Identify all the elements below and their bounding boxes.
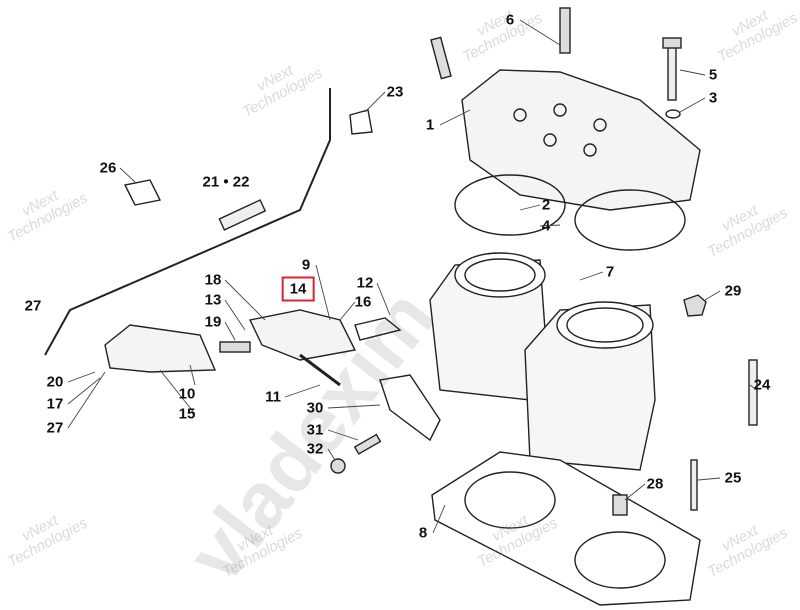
callout-1[interactable]: 1 bbox=[425, 116, 435, 134]
callout-3[interactable]: 3 bbox=[708, 89, 718, 107]
base-gasket bbox=[431, 451, 701, 606]
callout-21-22[interactable]: 21 • 22 bbox=[202, 173, 250, 191]
head-gasket bbox=[454, 174, 566, 236]
callout-13[interactable]: 13 bbox=[204, 291, 222, 309]
valve-housing-right bbox=[248, 309, 357, 361]
clip bbox=[123, 179, 162, 206]
callout-7[interactable]: 7 bbox=[605, 263, 615, 281]
callout-27[interactable]: 27 bbox=[24, 297, 42, 315]
callout-30[interactable]: 30 bbox=[306, 399, 324, 417]
callout-32[interactable]: 32 bbox=[306, 440, 324, 458]
callout-2[interactable]: 2 bbox=[541, 196, 551, 214]
head-bolt bbox=[667, 39, 677, 101]
callout-8[interactable]: 8 bbox=[418, 524, 428, 542]
callout-26[interactable]: 26 bbox=[99, 159, 117, 177]
callout-14-highlighted[interactable]: 14 bbox=[281, 276, 315, 302]
cylinder-head bbox=[461, 69, 701, 211]
callout-20[interactable]: 20 bbox=[46, 373, 64, 391]
callout-11[interactable]: 11 bbox=[265, 388, 281, 406]
callout-9[interactable]: 9 bbox=[301, 256, 311, 274]
callout-27[interactable]: 27 bbox=[46, 419, 64, 437]
callout-12[interactable]: 12 bbox=[356, 274, 374, 292]
callout-6[interactable]: 6 bbox=[505, 11, 515, 29]
callout-23[interactable]: 23 bbox=[386, 83, 404, 101]
callout-31[interactable]: 31 bbox=[306, 421, 324, 439]
callout-17[interactable]: 17 bbox=[46, 395, 64, 413]
callout-4[interactable]: 4 bbox=[541, 217, 551, 235]
callout-24[interactable]: 24 bbox=[753, 376, 771, 394]
spark-plug bbox=[559, 7, 571, 54]
cylinder-bolt bbox=[748, 359, 758, 426]
callout-10[interactable]: 10 bbox=[178, 385, 196, 403]
throttle-cable bbox=[44, 88, 331, 356]
callout-5[interactable]: 5 bbox=[708, 66, 718, 84]
spark-plug bbox=[430, 36, 452, 80]
callout-25[interactable]: 25 bbox=[724, 469, 742, 487]
callout-29[interactable]: 29 bbox=[724, 282, 742, 300]
callout-18[interactable]: 18 bbox=[204, 271, 222, 289]
callout-15[interactable]: 15 bbox=[178, 405, 196, 423]
callout-16[interactable]: 16 bbox=[354, 293, 372, 311]
callout-28[interactable]: 28 bbox=[646, 475, 664, 493]
valve-housing-left bbox=[104, 324, 217, 373]
callout-19[interactable]: 19 bbox=[204, 313, 222, 331]
bracket bbox=[349, 109, 373, 135]
cylinder-rear bbox=[524, 301, 656, 471]
